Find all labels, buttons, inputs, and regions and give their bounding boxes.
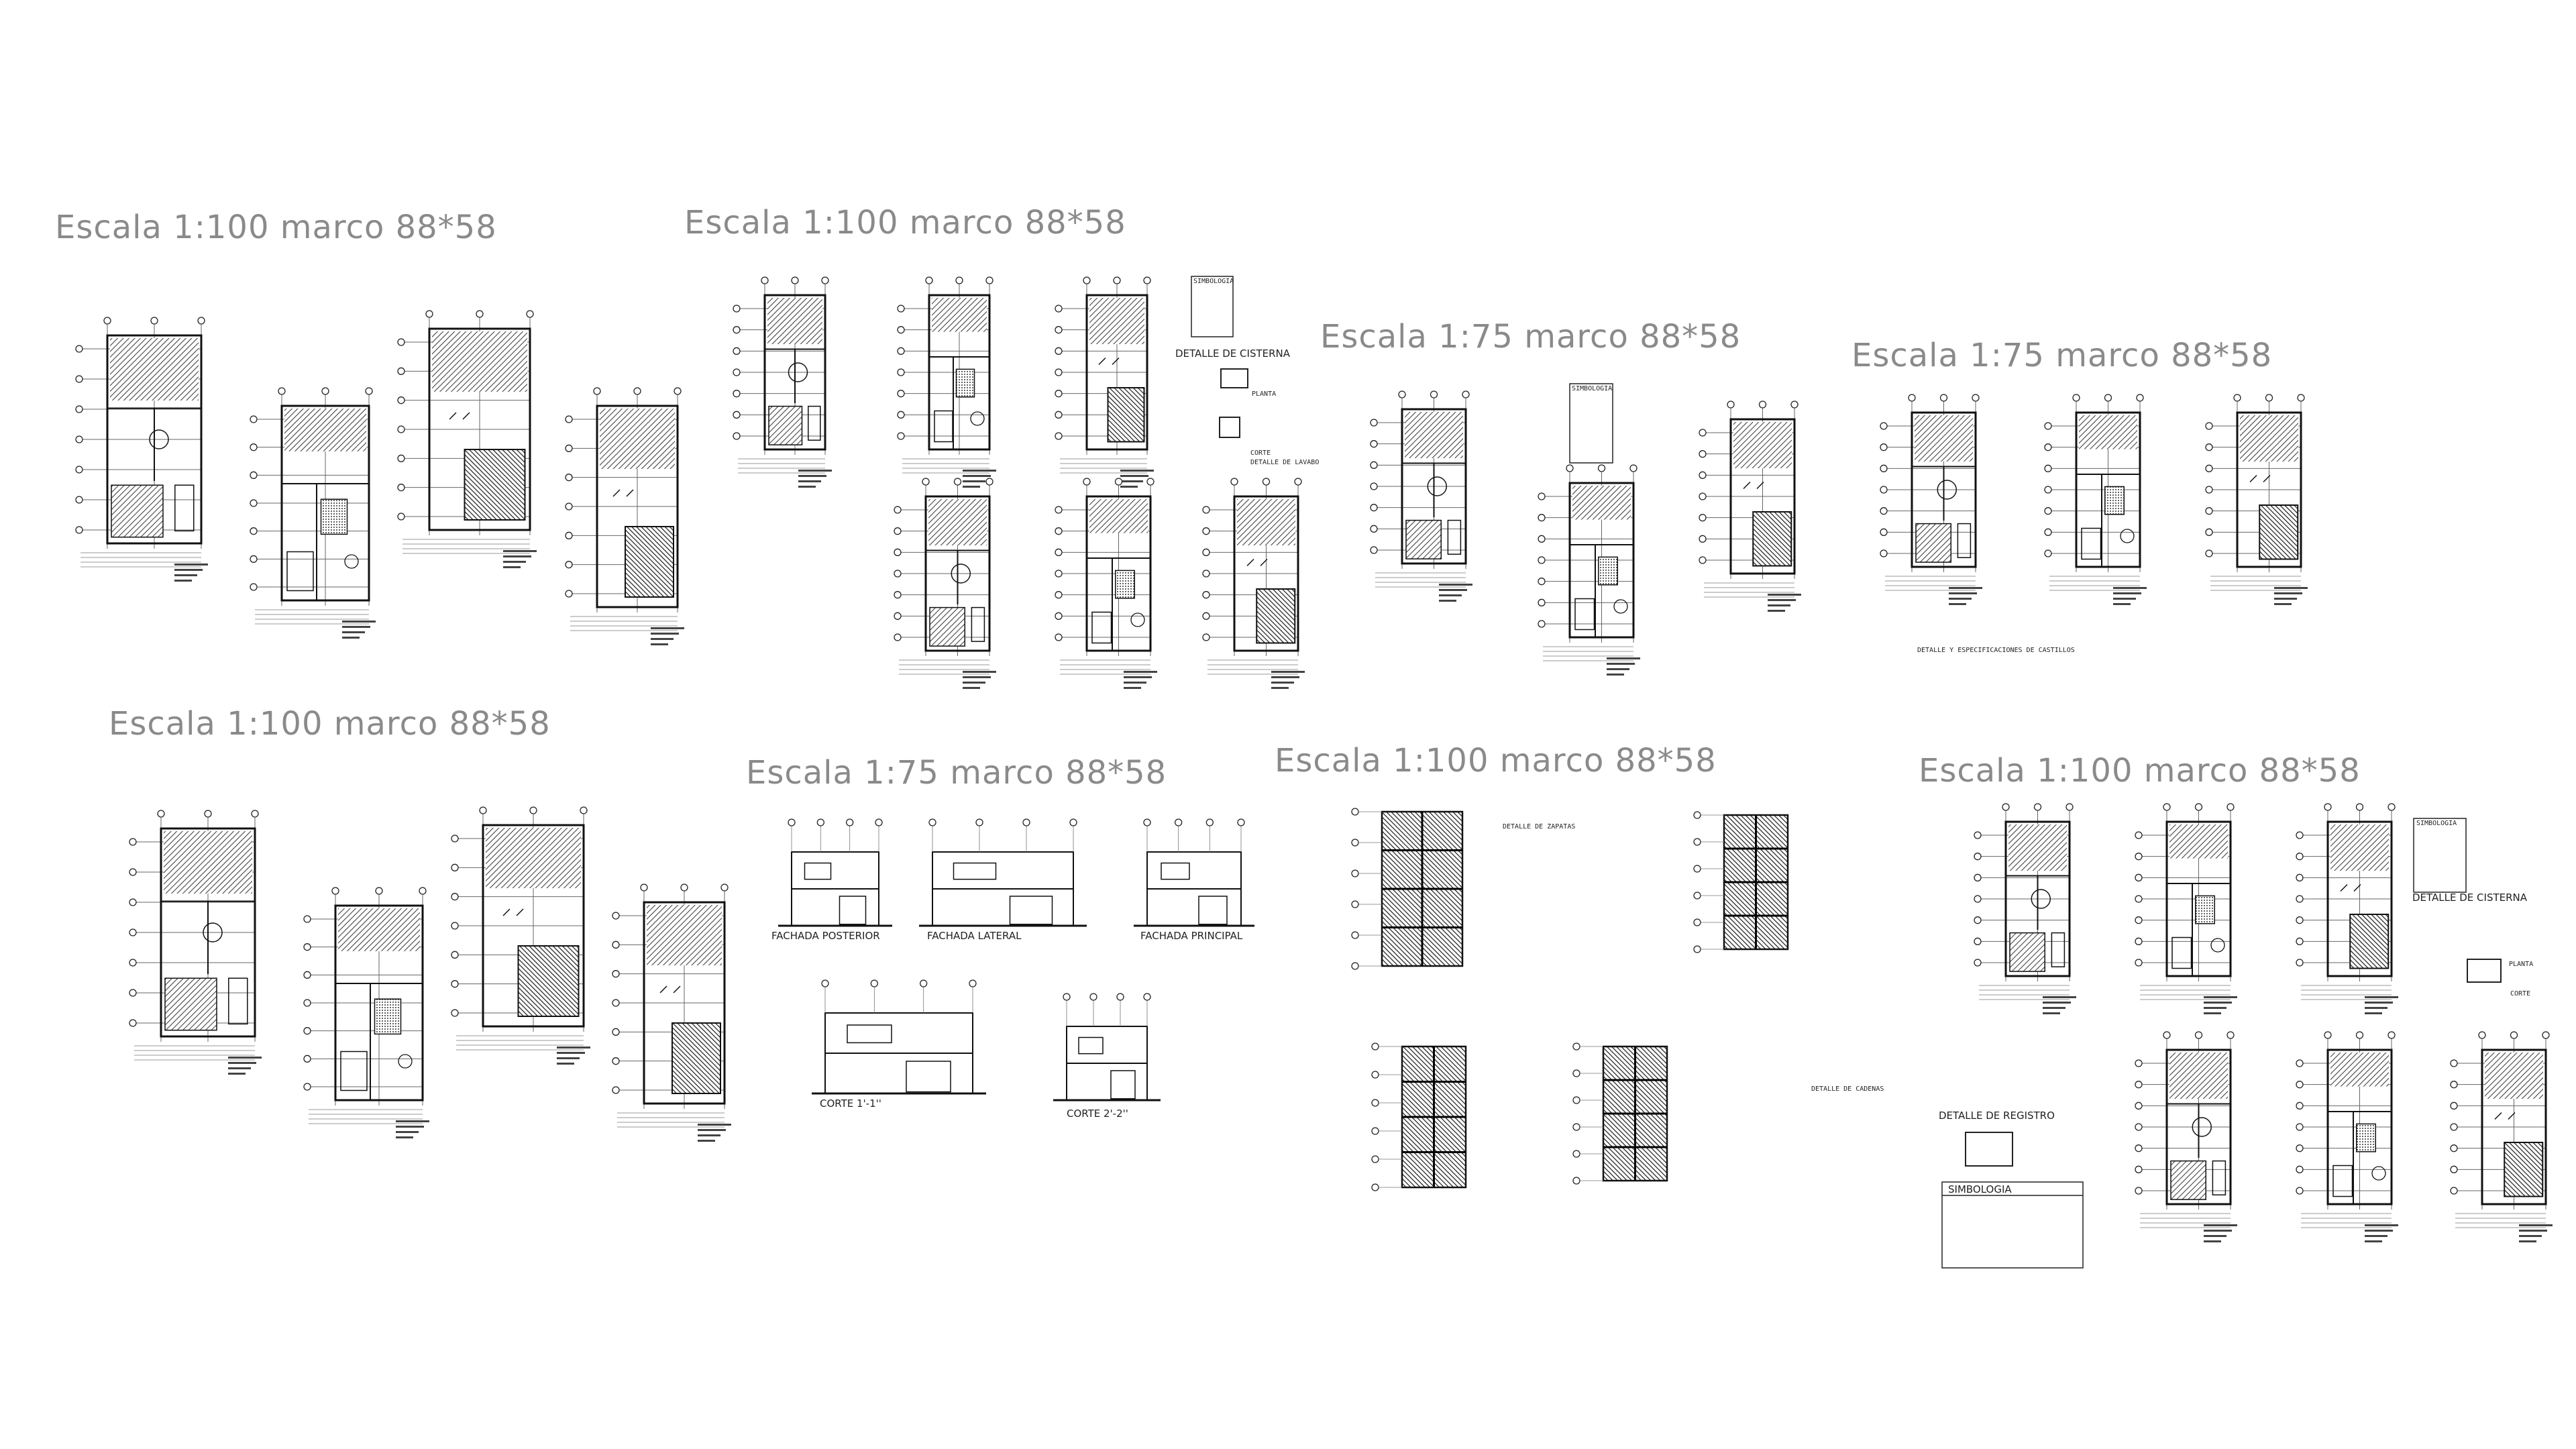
register-detail-label: DETALLE DE REGISTRO bbox=[1939, 1110, 2055, 1122]
sheet-title: Escala 1:75 marco 88*58 bbox=[1851, 337, 2272, 374]
symbology-label: SIMBOLOGIA bbox=[1948, 1183, 2012, 1195]
floor-plan bbox=[897, 276, 996, 488]
footing-detail-label: DETALLE DE ZAPATAS bbox=[1503, 823, 1575, 830]
floor-plan bbox=[2044, 394, 2147, 605]
elevation-drawing bbox=[1134, 818, 1254, 927]
plan-label: PLANTA bbox=[2509, 961, 2533, 968]
structural-plan bbox=[1693, 811, 1789, 953]
floor-plan bbox=[129, 810, 262, 1075]
section-label: CORTE bbox=[2510, 990, 2530, 998]
plan-group bbox=[75, 276, 2553, 1242]
section-label: CORTE 2'-2'' bbox=[1067, 1108, 1128, 1120]
sheet-titles: Escala 1:100 marco 88*58 Escala 1:100 ma… bbox=[55, 204, 2361, 792]
elevation-label: FACHADA LATERAL bbox=[927, 930, 1022, 942]
sheet-title: Escala 1:75 marco 88*58 bbox=[1320, 318, 1741, 356]
symbology-box bbox=[2413, 818, 2467, 893]
floor-plan bbox=[451, 806, 590, 1065]
castillos-detail-label: DETALLE Y ESPECIFICACIONES DE CASTILLOS bbox=[1917, 647, 2075, 654]
sheet-title: Escala 1:100 marco 88*58 bbox=[109, 705, 551, 743]
floor-plan bbox=[1974, 803, 2076, 1014]
structural-plan bbox=[1572, 1042, 1668, 1185]
sheet-title: Escala 1:100 marco 88*58 bbox=[55, 209, 497, 246]
cistern-detail-label: DETALLE DE CISTERNA bbox=[2412, 892, 2528, 904]
elevation-drawing bbox=[919, 818, 1087, 927]
floor-plan bbox=[2450, 1031, 2553, 1242]
sheet-title: Escala 1:100 marco 88*58 bbox=[684, 204, 1126, 241]
floor-plan bbox=[1699, 400, 1801, 612]
plan-label: PLANTA bbox=[1252, 390, 1276, 398]
sheet-title: Escala 1:75 marco 88*58 bbox=[746, 754, 1167, 792]
structural-plan bbox=[1351, 808, 1464, 970]
section-label: CORTE 1'-1'' bbox=[820, 1097, 881, 1110]
cistern-plan bbox=[1220, 368, 1248, 388]
section-label: CORTE bbox=[1250, 449, 1271, 457]
annotations: SIMBOLOGIA DETALLE DE CISTERNA PLANTA CO… bbox=[771, 276, 2533, 1269]
floor-plan bbox=[1055, 276, 1154, 488]
floor-plan bbox=[2135, 803, 2237, 1014]
floor-plan bbox=[2205, 394, 2308, 605]
symbology-label: SIMBOLOGIA bbox=[2416, 820, 2457, 827]
elevation-label: FACHADA POSTERIOR bbox=[771, 930, 880, 942]
sheet-title: Escala 1:100 marco 88*58 bbox=[1919, 752, 2361, 790]
floor-plan bbox=[397, 310, 537, 568]
chain-detail-label: DETALLE DE CADENAS bbox=[1811, 1085, 1884, 1093]
register-detail bbox=[1965, 1132, 2013, 1167]
floor-plan bbox=[303, 887, 429, 1138]
elevation-drawing bbox=[812, 979, 986, 1095]
floor-plan bbox=[1055, 478, 1157, 689]
symbology-label: SIMBOLOGIA bbox=[1572, 385, 1612, 392]
symbology-box bbox=[1569, 383, 1613, 464]
floor-plan bbox=[2296, 803, 2398, 1014]
floor-plan bbox=[894, 478, 996, 689]
sink-detail-label: DETALLE DE LAVABO bbox=[1250, 459, 1319, 466]
floor-plan bbox=[612, 883, 731, 1142]
floor-plan bbox=[2135, 1031, 2237, 1242]
floor-plan bbox=[250, 387, 376, 639]
structural-plan bbox=[1371, 1042, 1467, 1191]
floor-plan bbox=[1880, 394, 1982, 605]
floor-plan bbox=[1370, 390, 1472, 602]
elevation-label: FACHADA PRINCIPAL bbox=[1140, 930, 1243, 942]
elevation-drawing bbox=[1053, 993, 1161, 1102]
elevation-drawing bbox=[778, 818, 892, 927]
floor-plan bbox=[565, 387, 684, 645]
symbology-box bbox=[1191, 276, 1234, 337]
symbology-table bbox=[1941, 1181, 2084, 1269]
floor-plan bbox=[733, 276, 832, 488]
floor-plan bbox=[1538, 464, 1640, 676]
cistern-plan bbox=[2467, 959, 2502, 983]
cistern-detail-label: DETALLE DE CISTERNA bbox=[1175, 347, 1291, 360]
cistern-section bbox=[1219, 417, 1240, 438]
floor-plan bbox=[2296, 1031, 2398, 1242]
sheet-title: Escala 1:100 marco 88*58 bbox=[1275, 742, 1717, 780]
floor-plan bbox=[1202, 478, 1305, 689]
symbology-label: SIMBOLOGIA bbox=[1193, 278, 1234, 285]
floor-plan bbox=[75, 317, 208, 582]
